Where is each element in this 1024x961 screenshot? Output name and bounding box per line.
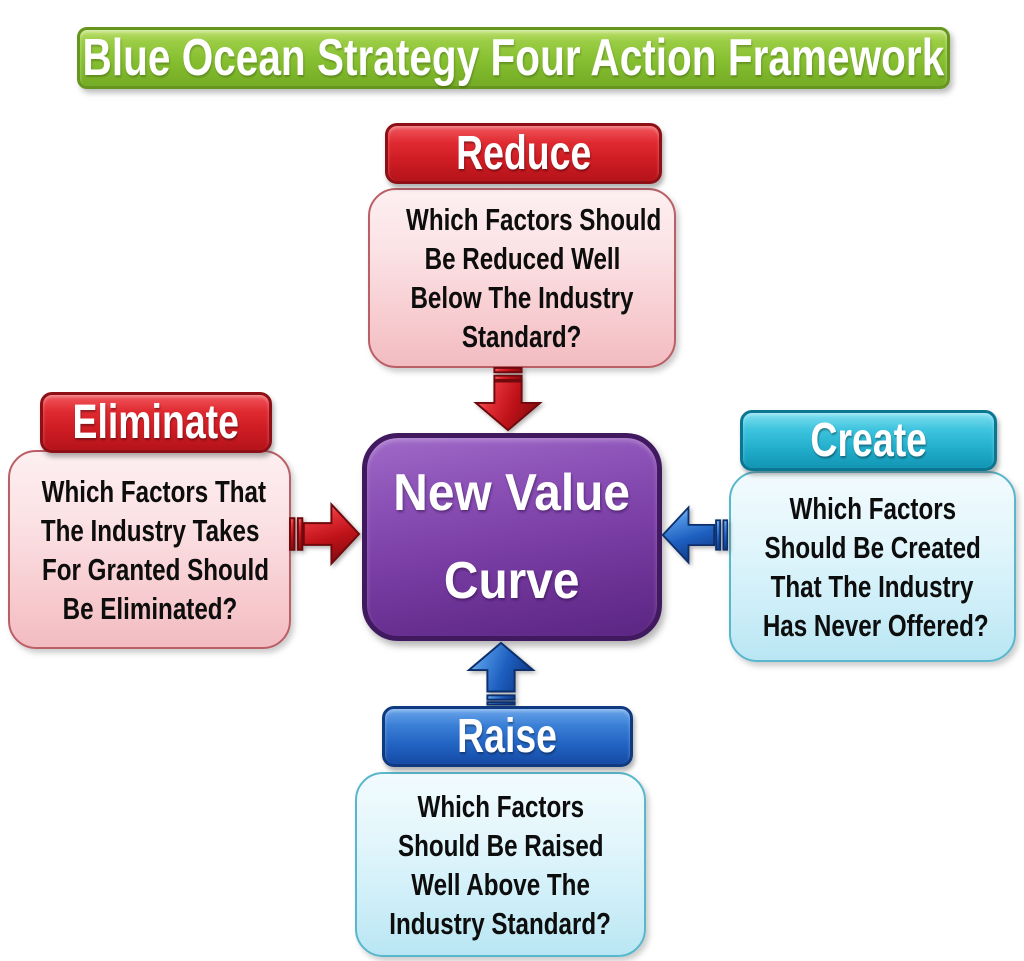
eliminate-label: Eliminate bbox=[72, 396, 240, 449]
raise-question-box: Which Factors Should Be Raised Well Abov… bbox=[355, 772, 646, 957]
create-question-line: Has Never Offered? bbox=[762, 607, 989, 643]
eliminate-question-box: Which Factors That The Industry Takes Fo… bbox=[8, 450, 291, 649]
reduce-question-box: Which Factors Should Be Reduced Well Bel… bbox=[368, 188, 676, 368]
create-header: Create bbox=[740, 410, 997, 471]
eliminate-question-line: Be Eliminated? bbox=[62, 590, 237, 626]
center-line: New Value bbox=[393, 464, 631, 522]
raise-label: Raise bbox=[457, 710, 558, 763]
create-question-line: Which Factors bbox=[789, 490, 956, 526]
create-question-line: That The Industry bbox=[771, 568, 974, 604]
title-banner: Blue Ocean Strategy Four Action Framewor… bbox=[77, 27, 950, 89]
arrow-up-icon bbox=[466, 641, 536, 706]
eliminate-question-line: For Granted Should bbox=[42, 551, 270, 587]
raise-question-line: Which Factors bbox=[417, 788, 584, 824]
title-text: Blue Ocean Strategy Four Action Framewor… bbox=[82, 29, 945, 87]
reduce-question-line: Standard? bbox=[462, 319, 582, 354]
reduce-question-line: Below The Industry bbox=[410, 280, 634, 315]
raise-question-line: Industry Standard? bbox=[389, 905, 612, 941]
center-line: Curve bbox=[444, 552, 580, 610]
arrow-down-icon bbox=[473, 367, 543, 432]
raise-question-line: Well Above The bbox=[411, 866, 590, 902]
arrow-left-icon bbox=[661, 505, 728, 565]
new-value-curve-box: New Value Curve bbox=[362, 433, 662, 641]
raise-header: Raise bbox=[382, 706, 633, 767]
eliminate-question-line: Which Factors That bbox=[41, 473, 267, 509]
create-question-line: Should Be Created bbox=[764, 529, 981, 565]
reduce-question-line: Which Factors Should bbox=[405, 202, 662, 237]
reduce-question-line: Be Reduced Well bbox=[424, 241, 620, 276]
eliminate-question-line: The Industry Takes bbox=[40, 512, 260, 548]
arrow-right-icon bbox=[289, 501, 361, 567]
create-question-box: Which Factors Should Be Created That The… bbox=[729, 471, 1016, 662]
reduce-label: Reduce bbox=[455, 127, 592, 180]
reduce-header: Reduce bbox=[385, 123, 662, 184]
raise-question-line: Should Be Raised bbox=[397, 827, 604, 863]
eliminate-header: Eliminate bbox=[40, 392, 272, 453]
create-label: Create bbox=[810, 414, 927, 467]
